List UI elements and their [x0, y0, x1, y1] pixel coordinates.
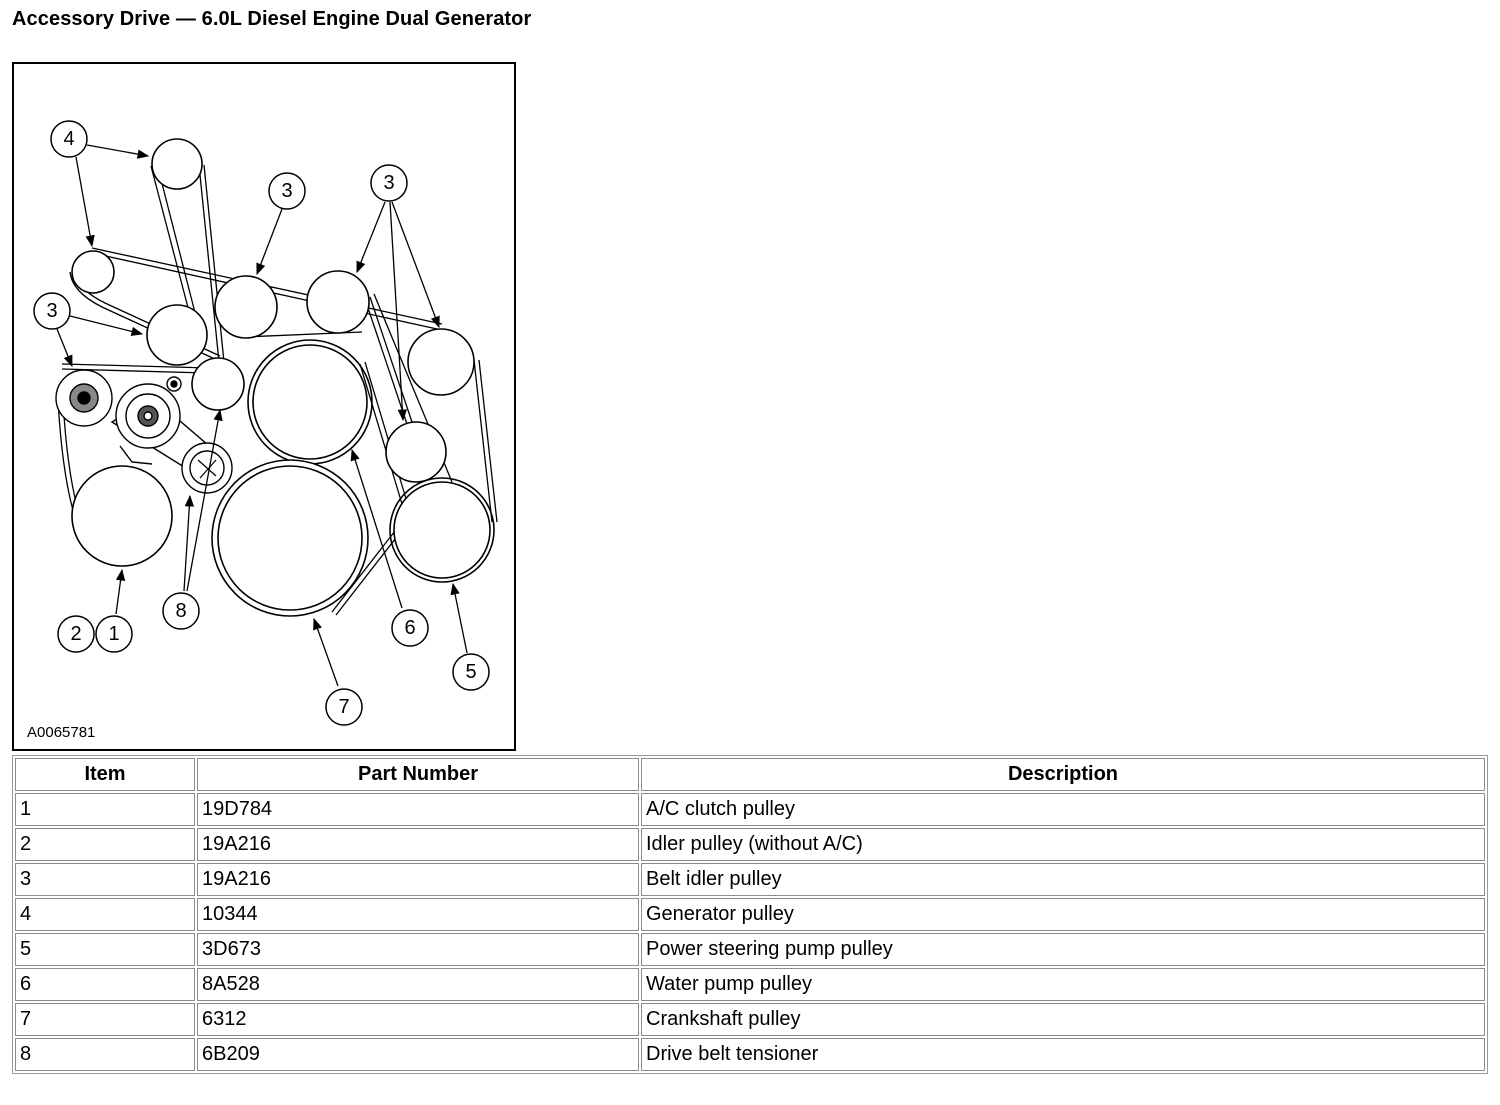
cell-item: 7: [15, 1003, 195, 1036]
cell-item: 3: [15, 863, 195, 896]
ac-clutch-pulley: [71, 465, 173, 567]
cell-part-number: 19A216: [197, 863, 639, 896]
callout-4: 4: [63, 128, 74, 150]
cell-item: 4: [15, 898, 195, 931]
cell-description: Power steering pump pulley: [641, 933, 1485, 966]
column-header-description: Description: [641, 758, 1485, 791]
belt-idler-pulley-right: [306, 270, 370, 334]
cell-description: Idler pulley (without A/C): [641, 828, 1485, 861]
belt-idler-pulley-left-upper: [71, 250, 115, 294]
belt-idler-pulley-center: [214, 275, 278, 339]
cell-part-number: 8A528: [197, 968, 639, 1001]
belt-routing-figure: 4 3 3 3 2 1 8 7 6 5 A0065781: [12, 62, 516, 751]
crankshaft-pulley: [211, 459, 369, 617]
cell-description: A/C clutch pulley: [641, 793, 1485, 826]
cell-item: 2: [15, 828, 195, 861]
callout-balloons: [33, 120, 490, 726]
cell-item: 6: [15, 968, 195, 1001]
cell-part-number: 19D784: [197, 793, 639, 826]
crankshaft-pulley-inner-rim: [217, 465, 363, 611]
generator-pulley-right: [407, 328, 475, 396]
power-steering-pump-pulley: [393, 481, 491, 579]
cell-part-number: 3D673: [197, 933, 639, 966]
cell-part-number: 10344: [197, 898, 639, 931]
belt-idler-pulley-small: [191, 357, 245, 411]
cell-part-number: 6B209: [197, 1038, 639, 1071]
callout-2: 2: [70, 623, 81, 645]
column-header-item: Item: [15, 758, 195, 791]
callout-7: 7: [338, 696, 349, 718]
page-title: Accessory Drive — 6.0L Diesel Engine Dua…: [12, 8, 532, 30]
cell-description: Crankshaft pulley: [641, 1003, 1485, 1036]
callout-5: 5: [465, 661, 476, 683]
table-header-row: Item Part Number Description: [15, 758, 1485, 791]
drive-belt-tensioner: [55, 369, 233, 494]
callout-8: 8: [175, 600, 186, 622]
power-steering-pump-pulley-rim: [389, 477, 495, 583]
belt-idler-pulley-left-middle: [146, 304, 208, 366]
cell-description: Generator pulley: [641, 898, 1485, 931]
belt-idler-pulley-lower-right: [385, 421, 447, 483]
callout-leaders: [56, 144, 468, 687]
cell-part-number: 6312: [197, 1003, 639, 1036]
cell-item: 8: [15, 1038, 195, 1071]
water-pump-pulley: [252, 344, 368, 460]
generator-pulley-upper: [151, 138, 203, 190]
callout-3-right: 3: [383, 172, 394, 194]
column-header-part-number: Part Number: [197, 758, 639, 791]
cell-item: 5: [15, 933, 195, 966]
cell-item: 1: [15, 793, 195, 826]
figure-id: A0065781: [27, 724, 96, 741]
cell-part-number: 19A216: [197, 828, 639, 861]
callout-3-center: 3: [281, 180, 292, 202]
cell-description: Belt idler pulley: [641, 863, 1485, 896]
cell-description: Water pump pulley: [641, 968, 1485, 1001]
callout-1: 1: [108, 623, 119, 645]
belt-routing-diagram: 4 3 3 3 2 1 8 7 6 5: [33, 120, 498, 726]
cell-description: Drive belt tensioner: [641, 1038, 1485, 1071]
callout-6: 6: [404, 617, 415, 639]
callout-3-left: 3: [46, 300, 57, 322]
